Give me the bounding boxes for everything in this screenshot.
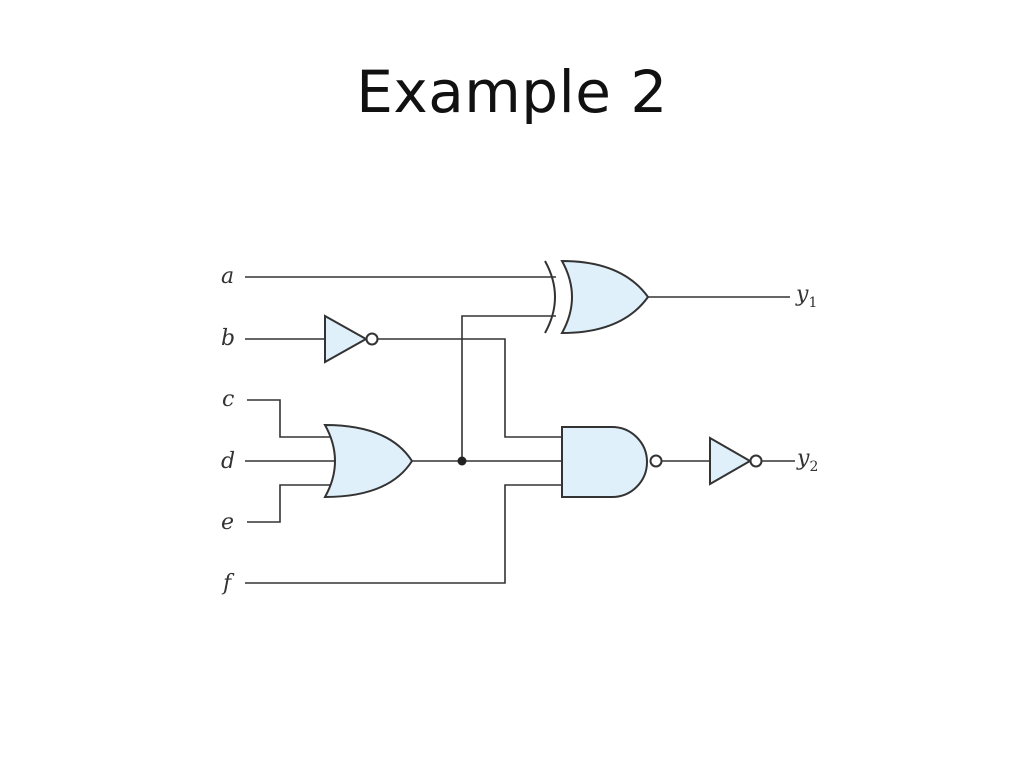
output-y1-name: y (795, 282, 809, 307)
output-y2-name: y (796, 446, 810, 471)
output-y1-subscript: 1 (808, 295, 817, 311)
input-label-a: a (221, 264, 234, 289)
xor-gate-extra-curve (544, 260, 556, 334)
not-gate-b (324, 314, 379, 364)
xor-gate-body (560, 259, 650, 335)
not-gate-y2-bubble (749, 454, 763, 468)
wire-c (247, 399, 330, 438)
wire-f (245, 484, 562, 584)
wire-branch-to-xor (461, 315, 556, 461)
nand-gate-body (561, 426, 648, 498)
input-label-e: e (221, 510, 234, 535)
output-y2-subscript: 2 (809, 459, 818, 475)
not-gate-y2-body (709, 436, 753, 486)
input-label-f: f (221, 571, 235, 596)
not-gate-b-bubble (365, 332, 379, 346)
nand-gate (561, 426, 663, 498)
wire-e (247, 484, 330, 523)
slide-title: Example 2 (356, 58, 668, 126)
not-gate-b-body (324, 314, 369, 364)
input-label-c: c (222, 387, 234, 412)
output-label-y2: y2 (796, 446, 818, 475)
output-label-y1: y1 (795, 282, 817, 311)
or-gate-cde (323, 423, 414, 499)
xor-gate-y1 (544, 259, 650, 335)
junction-dot (457, 456, 467, 466)
input-label-d: d (221, 449, 235, 474)
wire-not-b-out (378, 338, 562, 438)
input-label-b: b (221, 326, 235, 351)
nand-gate-bubble (649, 454, 663, 468)
not-gate-y2 (709, 436, 763, 486)
